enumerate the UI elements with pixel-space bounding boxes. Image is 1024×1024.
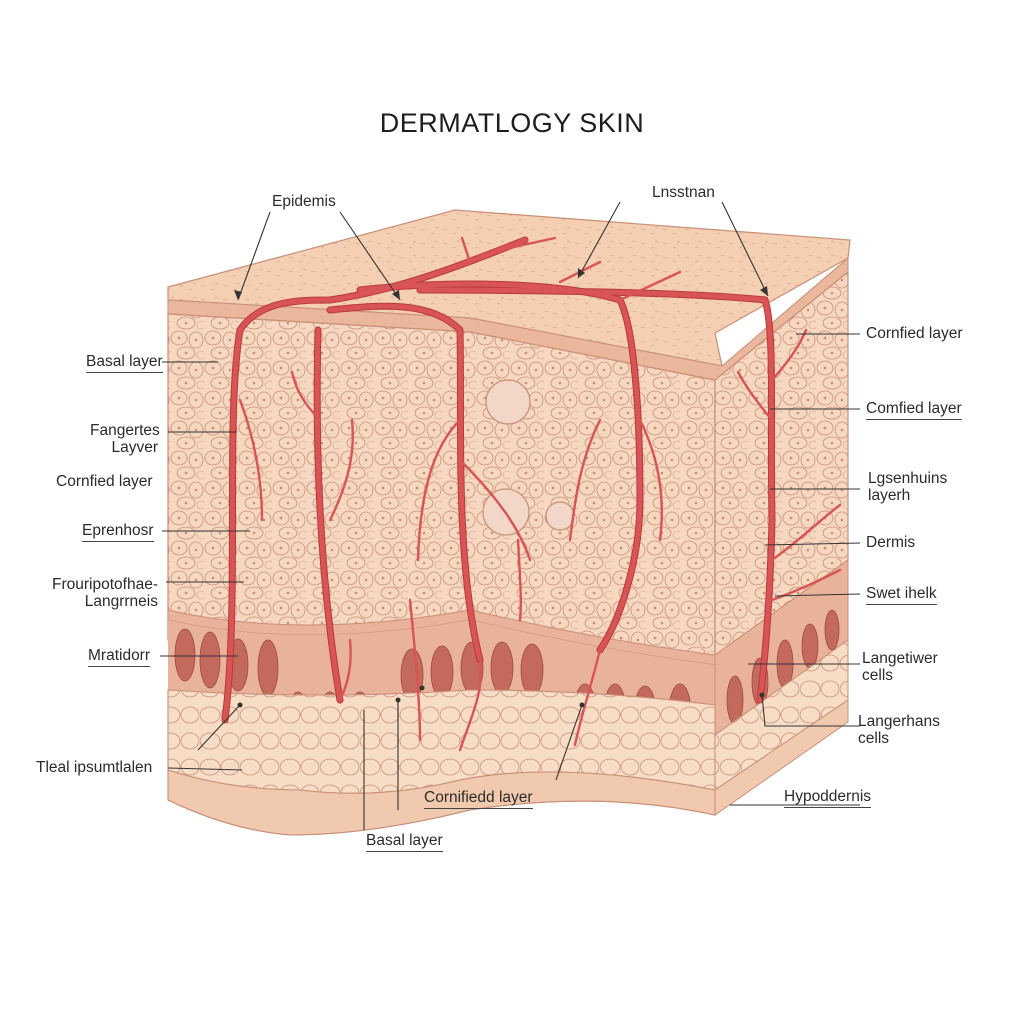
label-hypoddernis: Hypoddernis [784, 788, 872, 808]
label-epidemis: Epidemis [272, 193, 336, 210]
label-lnsstnan: Lnsstnan [652, 184, 715, 201]
label-dermis: Dermis [866, 534, 916, 551]
label-cornfied-layer-left: Cornfied layer [56, 473, 153, 490]
label-langetiwer-line1: Langetiwer [862, 650, 938, 667]
label-cornfied-layer-right: Cornfied layer [866, 325, 963, 342]
label-eprenhosr: Eprenhosr [82, 522, 154, 542]
label-fangertes-line2: Layver [111, 439, 158, 456]
label-cornifiedd-layer: Cornifiedd layer [424, 789, 533, 809]
label-langerhans-line2: cells [858, 730, 890, 747]
label-mratidorr: Mratidorr [88, 647, 151, 667]
label-langerhans-line1: Langerhans [858, 713, 940, 730]
label-swet-ihelk: Swet ihelk [866, 585, 937, 605]
label-lgsenhuins-line1: Lgsenhuins [868, 470, 948, 487]
label-lgsenhuins-line2: layerh [868, 487, 911, 504]
label-langerhans-cells: Langerhans cells [858, 713, 940, 747]
label-lgsenhuins: Lgsenhuins layerh [868, 470, 947, 504]
label-basal-layer-left: Basal layer [86, 353, 163, 373]
label-comfied-layer-right: Comfied layer [866, 400, 962, 420]
diagram-title: DERMATLOGY SKIN [379, 108, 645, 138]
label-frouripotofhae-line1: Frouripotofhae- [52, 576, 158, 593]
label-langetiwer-cells: Langetiwer cells [862, 650, 938, 684]
label-frouripotofhae-line2: Langrrneis [84, 593, 158, 610]
label-fangertes-line1: Fangertes [90, 422, 160, 439]
label-frouripotofhae: Frouripotofhae- Langrrneis [46, 576, 158, 610]
label-basal-layer-bottom: Basal layer [366, 832, 443, 852]
label-langetiwer-line2: cells [862, 667, 894, 684]
label-tleal-ipsumtlalen: Tleal ipsumtlalen [36, 759, 153, 776]
label-fangertes: Fangertes Layver [90, 422, 160, 456]
